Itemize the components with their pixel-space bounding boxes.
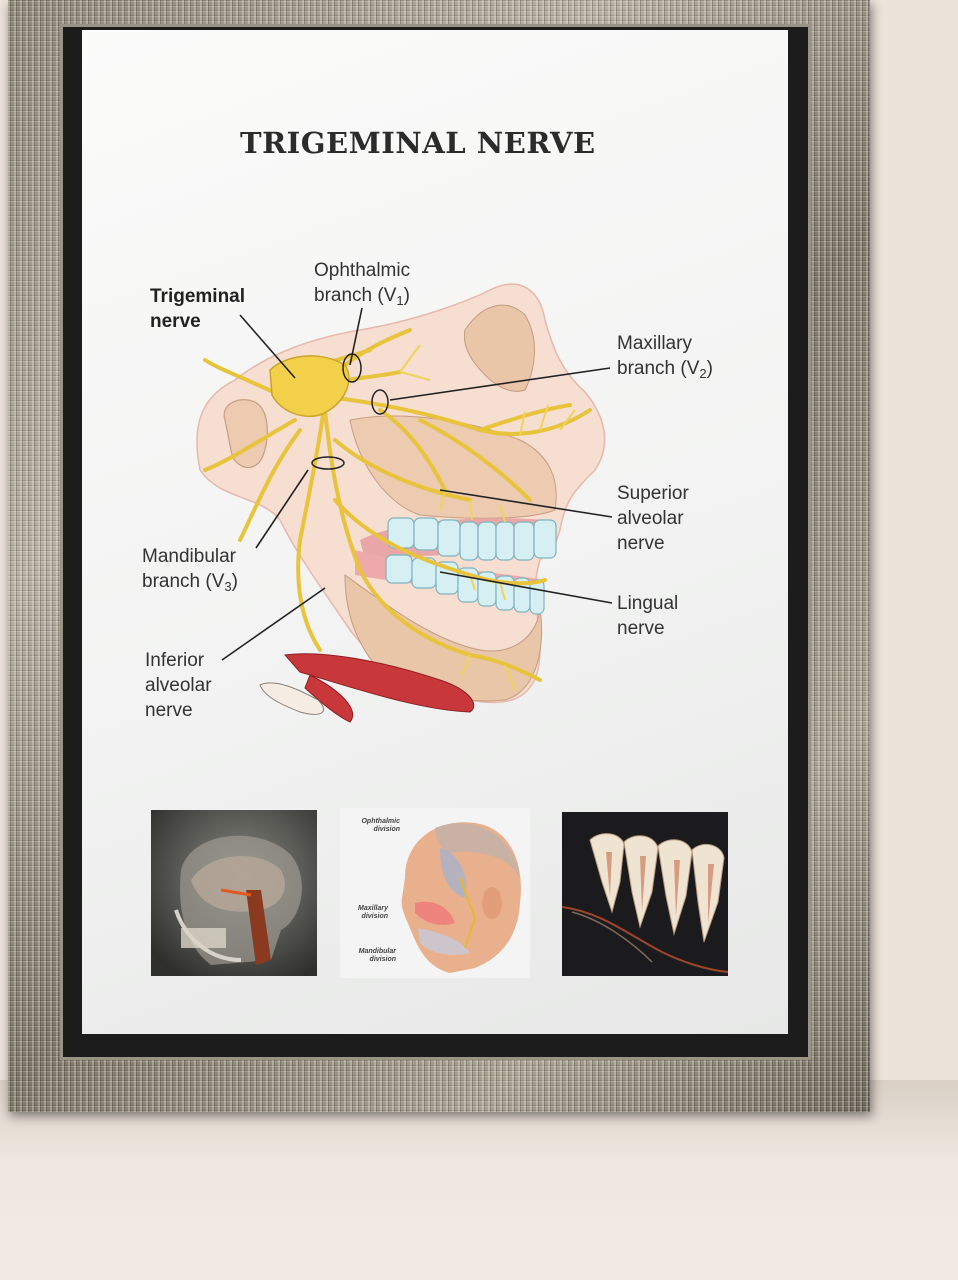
label-ophthalmic-branch: Ophthalmic branch (V1) xyxy=(314,260,411,308)
wall xyxy=(0,1080,958,1280)
label-trigeminal-nerve: Trigeminal nerve xyxy=(150,286,246,332)
hyoid-bone xyxy=(259,682,324,715)
nasal-bone xyxy=(463,304,535,392)
label-inferior-alveolar-nerve: Inferior alveolar nerve xyxy=(145,650,212,721)
thumb-label-maxillary: Maxillary division xyxy=(358,905,388,920)
teeth-nerves-image xyxy=(562,812,728,976)
ear xyxy=(223,399,268,468)
thumbnail-head-profile: Ophthalmic division Maxillary division M… xyxy=(340,808,530,978)
thumb-label-ophthalmic: Ophthalmic division xyxy=(361,818,400,833)
label-lingual-nerve: Lingual nerve xyxy=(617,593,679,639)
label-maxillary-branch: Maxillary branch (V2) xyxy=(617,333,713,381)
thumbnail-skull-brain xyxy=(151,810,317,976)
label-superior-alveolar-nerve: Superior alveolar nerve xyxy=(617,483,689,554)
upper-teeth xyxy=(387,517,557,561)
poster-title: TRIGEMINAL NERVE xyxy=(240,126,596,160)
hyoid-muscles xyxy=(284,653,475,723)
head-profile-image xyxy=(401,822,521,973)
thumb-label-mandibular: Mandibular division xyxy=(358,948,396,963)
leader-lines xyxy=(221,307,613,661)
thumbnail-teeth-nerves xyxy=(562,812,728,976)
skull-brain-image xyxy=(151,810,317,976)
nerve-branches xyxy=(399,344,576,691)
label-mandibular-branch: Mandibular branch (V3) xyxy=(142,546,238,594)
